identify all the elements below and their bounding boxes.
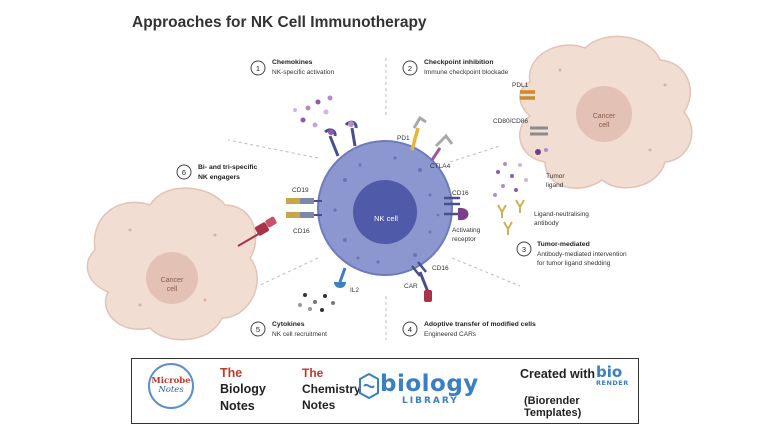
biology-notes-word-2: Notes <box>220 398 255 413</box>
cancer-cell-right <box>519 35 693 189</box>
tumor-ligand-particles <box>493 148 548 197</box>
approach-3-subtitle-1: Antibody-mediated intervention <box>537 251 627 258</box>
biology-library-icon <box>359 373 379 399</box>
approach-6-title-2: NK engagers <box>198 174 240 181</box>
label-car: CAR <box>404 283 418 290</box>
cd16-bottom-receptor <box>411 261 427 277</box>
cd16-right-receptor <box>444 196 460 206</box>
approach-4-number: 4 <box>408 325 412 334</box>
biology-notes-word-1: Biology <box>220 382 266 397</box>
footer-branding: Microbe Notes The Biology Notes The Chem… <box>131 358 639 424</box>
il2-receptor <box>334 267 347 288</box>
label-activating-receptor-1: Activating <box>452 227 481 234</box>
label-ligand-neutralising-2: antibody <box>534 220 559 227</box>
label-ligand-neutralising-1: Ligand-neutralising <box>534 211 589 218</box>
microbe-notes-text-2: Notes <box>158 385 184 396</box>
nk-cell <box>317 140 453 276</box>
label-ctla4: CTLA4 <box>430 163 451 170</box>
approach-2-title: Checkpoint inhibition <box>424 59 493 66</box>
approach-2-subtitle: Immune checkpoint blockade <box>424 69 509 76</box>
cytokine-particles <box>298 293 335 312</box>
approach-3-subtitle-2: for tumor ligand shedding <box>537 260 611 267</box>
approach-2-number: 2 <box>408 64 412 73</box>
cancer-cell-right-label-2: cell <box>599 122 610 129</box>
chemistry-notes-logo[interactable]: The Chemistry Notes <box>302 365 361 414</box>
label-cd16-bottom: CD16 <box>432 265 449 272</box>
nk-cell-label: NK cell <box>374 214 398 223</box>
biology-library-text-2: LIBRARY <box>402 396 459 406</box>
cancer-cell-left <box>86 187 258 341</box>
approach-4: 4 Adoptive transfer of modified cells En… <box>402 321 536 338</box>
label-pdl1: PDL1 <box>512 82 529 89</box>
label-cd16-left: CD16 <box>293 228 310 235</box>
label-cd80-cd86: CD80/CD86 <box>493 118 528 125</box>
biorender-text-1: bio <box>596 363 623 381</box>
chemokine-particles <box>293 95 333 128</box>
biology-notes-the: The <box>220 366 243 380</box>
biology-notes-logo[interactable]: The Biology Notes <box>220 365 266 414</box>
label-il2: IL2 <box>350 287 359 294</box>
approach-4-subtitle: Engineered CARs <box>424 331 477 338</box>
approach-1: 1 Chemokines NK-specific activation <box>250 59 335 76</box>
approach-5-title: Cytokines <box>272 321 305 328</box>
chemistry-notes-the: The <box>302 366 324 380</box>
approach-6-title-1: Bi- and tri-specific <box>198 164 258 171</box>
cd80-cd86-ligand <box>530 126 548 136</box>
biorender-templates-text: (Biorender Templates) <box>524 395 582 419</box>
approach-2: 2 Checkpoint inhibition Immune checkpoin… <box>402 59 509 76</box>
approach-5-number: 5 <box>256 325 260 334</box>
biorender-logo[interactable]: bio RENDER <box>596 365 629 387</box>
label-tumor-ligand-2: ligand <box>546 182 564 189</box>
cancer-cell-antigen <box>237 216 277 247</box>
approach-6-number: 6 <box>182 168 186 177</box>
approach-1-number: 1 <box>256 64 260 73</box>
approach-5: 5 Cytokines NK cell recruitment <box>250 321 327 338</box>
label-pd1: PD1 <box>397 135 410 142</box>
approach-1-title: Chemokines <box>272 59 313 66</box>
biology-library-text-1: biology <box>380 371 479 397</box>
approach-4-title: Adoptive transfer of modified cells <box>424 321 536 328</box>
cancer-cell-left-label-2: cell <box>167 286 178 293</box>
cancer-cell-left-label-1: Cancer <box>161 277 184 284</box>
microbe-notes-logo[interactable]: Microbe Notes <box>148 363 194 409</box>
cancer-cell-right-label-1: Cancer <box>593 113 616 120</box>
ctla4-receptor <box>430 133 454 161</box>
biology-library-logo[interactable]: biology LIBRARY <box>380 371 479 407</box>
pd1-receptor <box>410 115 427 151</box>
approach-1-subtitle: NK-specific activation <box>272 69 335 76</box>
diagram-title: Approaches for NK Cell Immunotherapy <box>132 14 427 31</box>
approach-3: 3 Tumor-mediated Antibody-mediated inter… <box>516 241 627 267</box>
label-activating-receptor-2: receptor <box>452 236 477 243</box>
activating-receptor <box>444 207 469 221</box>
biorender-text-2: RENDER <box>596 379 629 387</box>
label-cd16-right: CD16 <box>452 190 469 197</box>
approach-5-subtitle: NK cell recruitment <box>272 331 327 338</box>
neutralising-antibodies <box>497 199 525 235</box>
chemistry-notes-word-2: Notes <box>302 398 336 413</box>
divider-lines <box>227 58 521 340</box>
microbe-notes-text-1: Microbe <box>151 376 191 386</box>
nk-immunotherapy-diagram: Cancer cell Cancer cell NK cell <box>86 35 693 341</box>
approach-3-number: 3 <box>522 245 526 254</box>
chemistry-notes-word-1: Chemistry <box>302 382 361 397</box>
cd19-engager <box>286 198 322 218</box>
approach-6: 6 Bi- and tri-specific NK engagers <box>176 164 258 181</box>
label-tumor-ligand-1: Tumor <box>546 173 565 180</box>
created-with-text: Created with <box>520 367 596 381</box>
label-cd19: CD19 <box>292 187 309 194</box>
car-receptor <box>418 271 432 302</box>
approach-3-title: Tumor-mediated <box>537 241 590 248</box>
pdl1-ligand <box>520 90 535 100</box>
